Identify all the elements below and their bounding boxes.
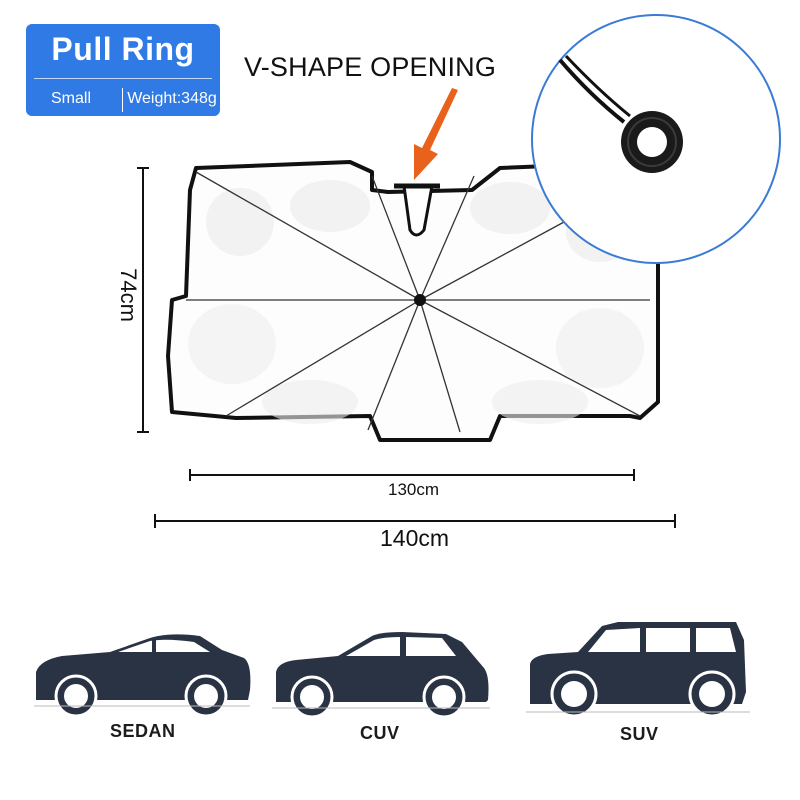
suv-icon [526,622,750,718]
inner-width-dimension-line [189,469,635,481]
badge-divider [34,78,212,79]
suv-label: SUV [620,724,659,744]
height-dimension-line [137,167,149,433]
pull-ring-zoom-icon [531,14,781,264]
pointer-arrow-icon [414,88,458,180]
outer-width-label: 140cm [380,525,450,551]
badge-title: Pull Ring [51,30,195,67]
umbrella-shade [166,160,660,442]
pull-ring-badge: Pull Ring Small Weight:348g [26,24,220,116]
sedan-icon [34,634,251,718]
cuv-icon [272,632,490,719]
outer-width-dimension-line [154,514,676,528]
cuv-label: CUV [360,723,400,743]
sedan-label: SEDAN [110,721,176,741]
v-shape-opening-label: V-SHAPE OPENING [244,52,497,82]
inner-width-label: 130cm [388,480,440,499]
badge-separator [122,88,123,112]
size-label: Small [50,90,91,107]
height-label: 74cm [116,268,141,322]
weight-label: Weight:348g [127,90,217,107]
